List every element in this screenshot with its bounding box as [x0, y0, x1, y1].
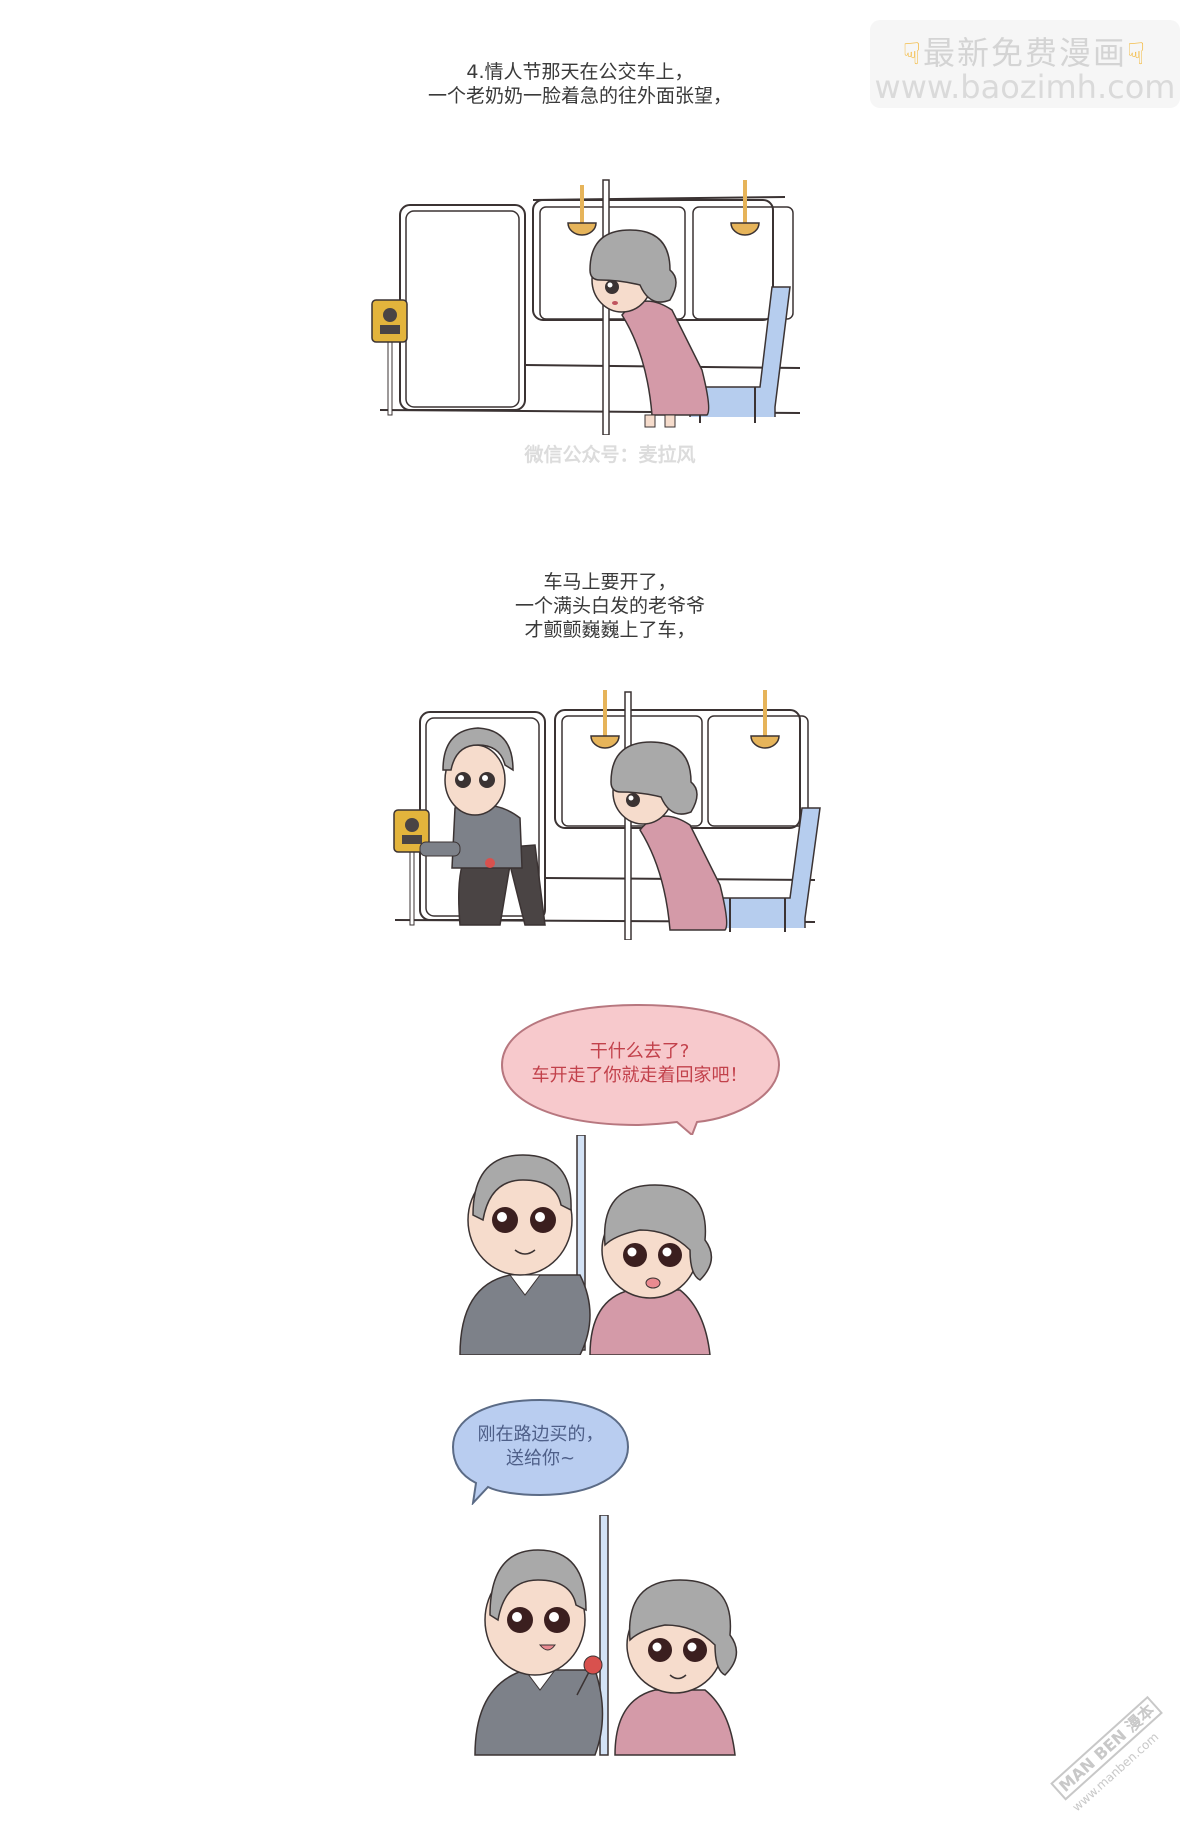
panel3-illustration	[445, 1135, 745, 1355]
bubble-line: 车开走了你就走着回家吧！	[531, 1065, 748, 1086]
watermark-line1: 最新免费漫画	[922, 34, 1127, 72]
speech-bubble-grandpa: 刚在路边买的， 送给你~	[448, 1395, 633, 1509]
pointing-down-hand-icon: ☟	[902, 37, 923, 72]
baozimh-watermark: ☟最新免费漫画☟ www.baozimh.com	[870, 20, 1180, 108]
wechat-credit: 微信公众号：麦拉风	[524, 444, 696, 466]
bubble-line: 送给你~	[505, 1448, 576, 1469]
speech-bubble-grandma: 干什么去了? 车开走了你就走着回家吧！	[497, 1000, 782, 1139]
manben-watermark: MAN BEN 漫本 www.manben.com	[1050, 1690, 1190, 1820]
panel2-illustration	[375, 670, 825, 940]
caption-line: 一个满头白发的老爷爷	[514, 595, 705, 617]
caption-line: 一个老奶奶一脸着急的往外面张望，	[427, 85, 732, 107]
caption-line: 才颤颤巍巍上了车，	[524, 619, 696, 641]
panel4-illustration	[465, 1515, 765, 1765]
watermark-line2: www.baozimh.com	[874, 68, 1176, 106]
bubble-line: 刚在路边买的，	[477, 1424, 604, 1445]
bubble-line: 干什么去了?	[589, 1041, 690, 1062]
panel2-caption: 车马上要开了， 一个满头白发的老爷爷 才颤颤巍巍上了车，	[480, 570, 740, 642]
caption-line: 车马上要开了，	[543, 571, 677, 593]
panel1-illustration	[360, 165, 810, 435]
pointing-down-hand-icon: ☟	[1127, 37, 1148, 72]
caption-line: 4.情人节那天在公交车上，	[466, 61, 694, 83]
panel1-caption: 4.情人节那天在公交车上， 一个老奶奶一脸着急的往外面张望，	[380, 60, 780, 108]
